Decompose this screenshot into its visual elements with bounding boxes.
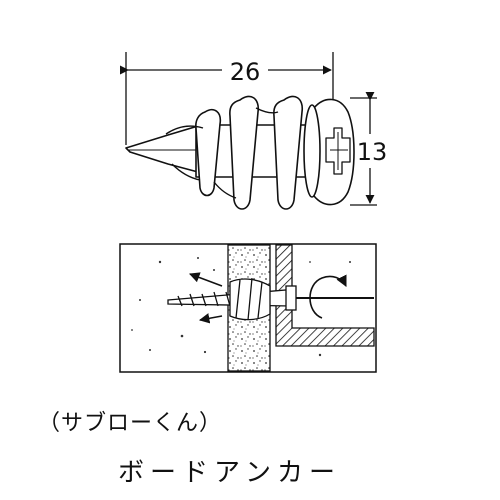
installation-cross-section xyxy=(119,243,377,373)
anchor-tip xyxy=(125,125,199,173)
rotation-arrow xyxy=(309,274,347,319)
thread-blade-1 xyxy=(195,108,222,197)
expansion-arrow-lower xyxy=(198,313,223,324)
thread-blade-2 xyxy=(229,95,260,210)
height-dimension: 13 xyxy=(350,91,392,206)
thread-blade-3 xyxy=(273,95,304,210)
product-title: ボードアンカー xyxy=(118,458,341,488)
product-subtitle: （サブローくん） xyxy=(38,411,223,436)
length-label: 26 xyxy=(230,58,261,86)
anchor-side-view xyxy=(125,95,355,210)
length-dimension: 26 xyxy=(119,52,334,145)
screw-head xyxy=(285,285,297,311)
stud-profile xyxy=(275,244,375,347)
expansion-arrow-upper xyxy=(189,272,223,287)
height-label: 13 xyxy=(357,138,388,166)
